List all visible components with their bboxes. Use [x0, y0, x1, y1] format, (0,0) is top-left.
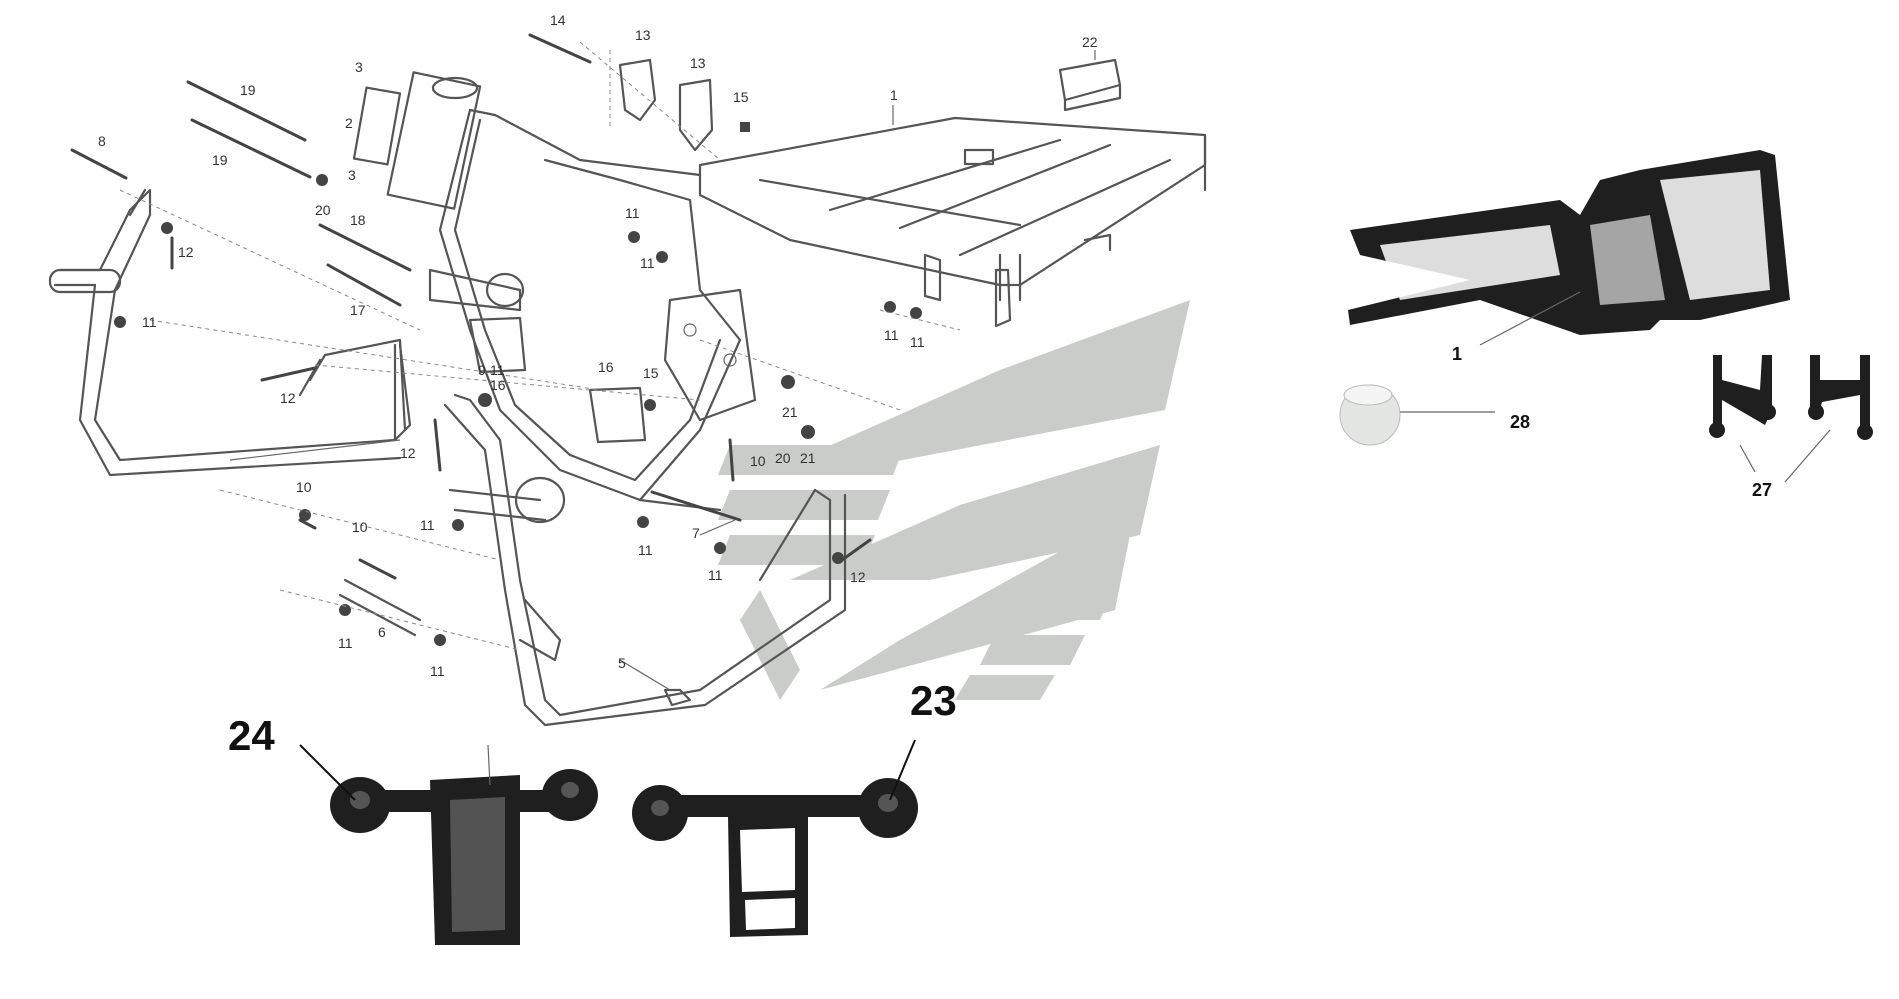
callout-label: 8	[98, 133, 106, 149]
callout-label: 5	[618, 655, 626, 671]
callout-label: 12	[400, 445, 416, 461]
callout-label: 11	[638, 542, 653, 558]
small-plates	[352, 58, 1122, 166]
watermark-logo	[718, 300, 1190, 700]
photo-callout-mount-right: 23	[910, 677, 957, 724]
callout-label: 12	[850, 569, 866, 585]
callout-label: 11	[640, 255, 655, 271]
callout-label: 11	[142, 314, 157, 330]
callout-label: 17	[350, 302, 366, 318]
callout-label: 6	[378, 624, 386, 640]
callout-label: 18	[350, 212, 366, 228]
leader-lines	[229, 50, 1096, 691]
callout-label: 19	[212, 152, 228, 168]
photo-callout-mount-left: 24	[228, 712, 275, 759]
callout-label: 21	[800, 450, 816, 466]
callout-label: 20	[775, 450, 791, 466]
main-frame	[386, 71, 757, 512]
callout-label: 11	[420, 517, 435, 533]
callout-label: 14	[550, 12, 566, 28]
callout-label: 13	[690, 55, 706, 71]
photo-mount-right: 23	[632, 677, 957, 937]
callout-label: 10	[296, 479, 312, 495]
callout-label: 13	[635, 27, 651, 43]
callout-label: 2	[345, 115, 353, 131]
loose-bolts	[70, 33, 872, 637]
callout-label: 7	[692, 525, 700, 541]
callout-label: 20	[315, 202, 331, 218]
callout-label: 12	[280, 390, 296, 406]
photo-callout-bushing: 28	[1510, 412, 1530, 432]
callout-label: 11	[910, 334, 925, 350]
callout-labels: 1 2 3 3 5 6 7 8 9 10 10 10 11 11 11 11 1…	[98, 12, 1098, 679]
callout-label: 3	[348, 167, 356, 183]
nuts	[114, 174, 922, 646]
callout-label: 19	[240, 82, 256, 98]
callout-label: 16	[490, 377, 506, 393]
assembly-lines	[119, 41, 961, 651]
photo-callout-frame: 1	[1452, 344, 1462, 364]
callout-label: 11	[884, 327, 899, 343]
callout-label: 21	[782, 404, 798, 420]
photo-mount-left: 24	[228, 712, 598, 945]
exploded-frame-drawing	[48, 33, 1207, 727]
callout-label: 11	[490, 362, 505, 378]
callout-label: 12	[178, 244, 194, 260]
callout-label: 10	[352, 519, 368, 535]
photo-frame: 1	[1348, 150, 1790, 364]
callout-label: 22	[1082, 34, 1098, 50]
callout-label: 1	[890, 87, 898, 103]
front-bumper	[48, 188, 412, 477]
photo-bushing: 28	[1339, 384, 1530, 446]
callout-label: 11	[338, 635, 353, 651]
callout-label: 3	[355, 59, 363, 75]
callout-label: 9	[478, 362, 486, 378]
callout-label: 11	[625, 205, 640, 221]
callout-label: 10	[750, 453, 766, 469]
callout-label: 15	[733, 89, 749, 105]
luggage-rack	[698, 116, 1207, 328]
callout-label: 11	[708, 567, 723, 583]
callout-label: 15	[643, 365, 659, 381]
callout-label: 11	[430, 663, 445, 679]
photo-brackets: 27	[1709, 355, 1873, 500]
callout-label: 16	[598, 359, 614, 375]
lower-skid-tube	[443, 393, 847, 727]
photo-callout-brackets: 27	[1752, 480, 1772, 500]
